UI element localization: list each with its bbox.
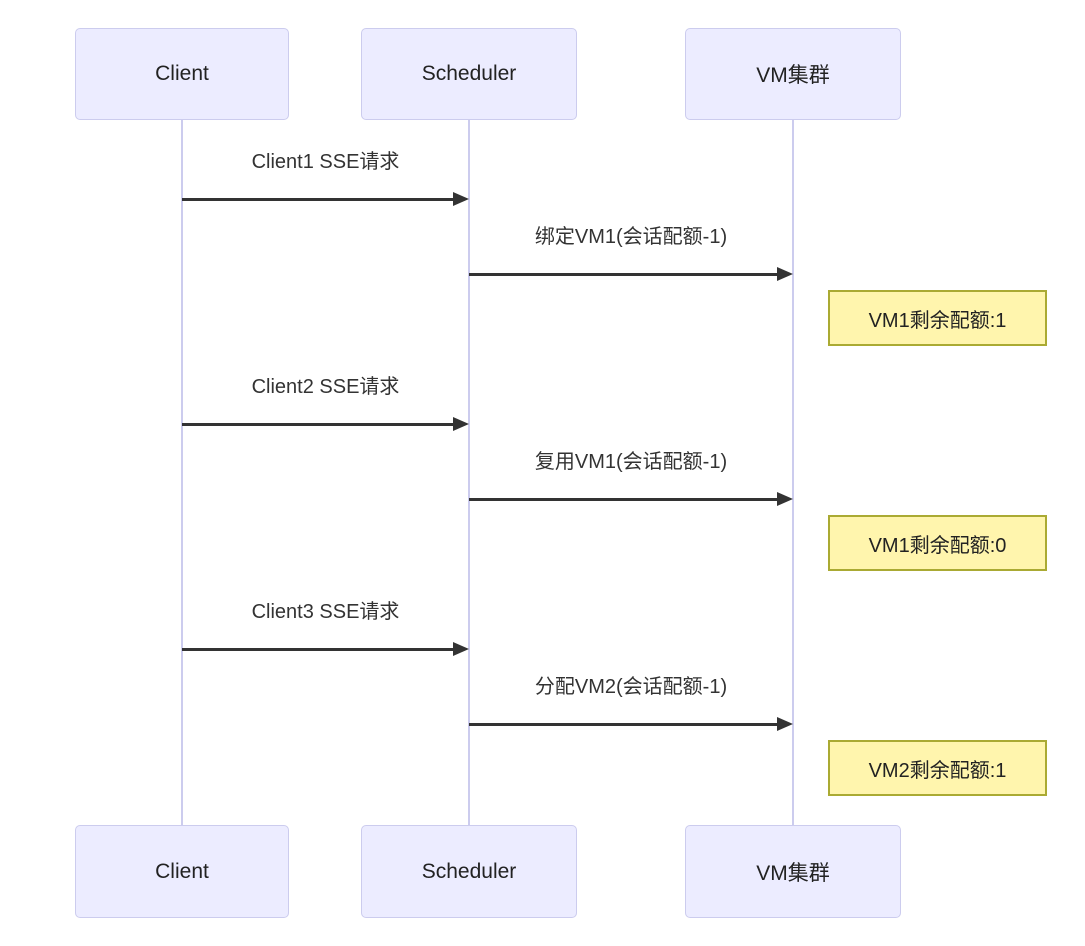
message-label: Client1 SSE请求: [251, 151, 400, 173]
message-arrow-line: [469, 723, 779, 726]
message-label: 复用VM1(会话配额-1): [534, 451, 728, 473]
actor-scheduler-label: Scheduler: [421, 859, 517, 883]
note: VM1剩余配额:0: [828, 515, 1047, 571]
lifeline-vm-cluster: [792, 120, 794, 826]
actor-vm-cluster-bottom: VM集群: [685, 825, 901, 918]
actor-client-label: Client: [155, 62, 209, 85]
actor-vm-cluster-label: VM集群: [756, 64, 830, 87]
actor-vm-cluster-top: VM集群: [685, 28, 901, 120]
message-label: Client3 SSE请求: [251, 601, 400, 623]
lifeline-client: [181, 120, 183, 826]
lifeline-scheduler: [468, 120, 470, 826]
message-arrow-line: [182, 648, 454, 651]
actor-scheduler-top: Scheduler: [361, 28, 577, 120]
arrowhead-icon: [453, 642, 469, 656]
actor-vm-cluster-label: VM集群: [756, 861, 830, 885]
note-label: VM1剩余配额:0: [868, 534, 1007, 557]
arrowhead-icon: [777, 717, 793, 731]
arrowhead-icon: [453, 192, 469, 206]
message-label: 绑定VM1(会话配额-1): [534, 226, 728, 248]
actor-client-bottom: Client: [75, 825, 289, 918]
arrowhead-icon: [777, 267, 793, 281]
message-arrow-line: [182, 198, 454, 201]
note-label: VM1剩余配额:1: [868, 309, 1007, 332]
note: VM2剩余配额:1: [828, 740, 1047, 796]
message-label: Client2 SSE请求: [251, 376, 400, 398]
note-label: VM2剩余配额:1: [868, 759, 1007, 782]
arrowhead-icon: [777, 492, 793, 506]
message-label: 分配VM2(会话配额-1): [534, 676, 728, 698]
actor-client-label: Client: [155, 859, 209, 883]
arrowhead-icon: [453, 417, 469, 431]
actor-client-top: Client: [75, 28, 289, 120]
message-arrow-line: [469, 498, 779, 501]
message-arrow-line: [469, 273, 779, 276]
actor-scheduler-label: Scheduler: [421, 62, 517, 85]
actor-scheduler-bottom: Scheduler: [361, 825, 577, 918]
note: VM1剩余配额:1: [828, 290, 1047, 346]
message-arrow-line: [182, 423, 454, 426]
